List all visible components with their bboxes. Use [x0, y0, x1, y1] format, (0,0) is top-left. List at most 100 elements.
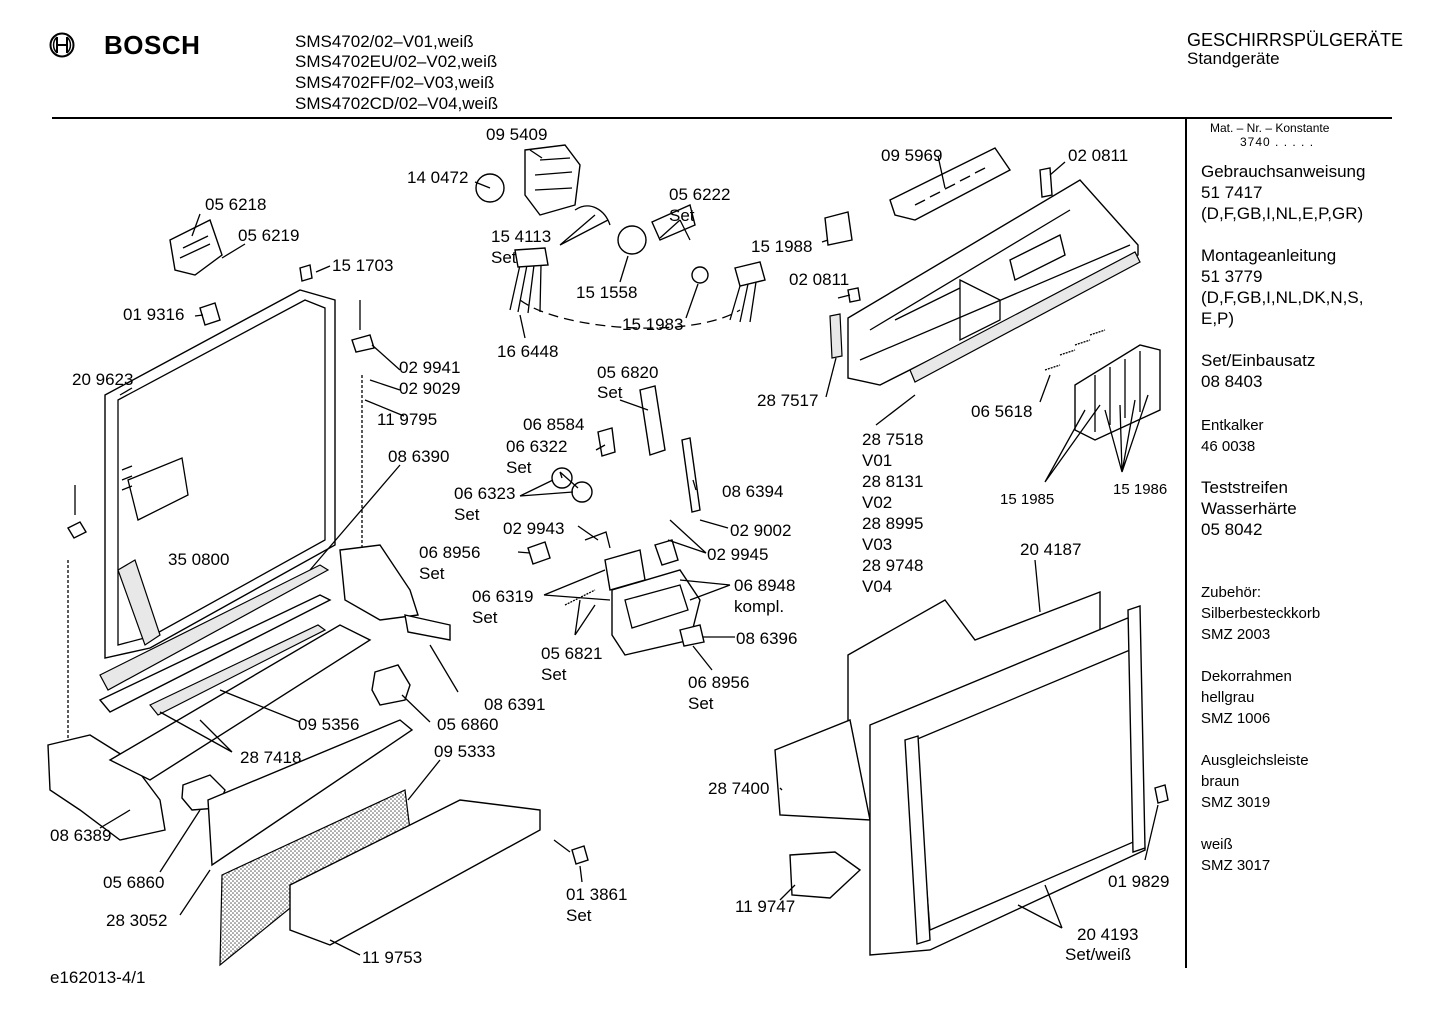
- button-dividers: [1094, 351, 1141, 432]
- callout-02-0811-top: 02 0811: [1068, 146, 1129, 165]
- callout-01-3861: 01 3861: [566, 885, 628, 904]
- left-washer: [67, 521, 87, 539]
- callout-01-3861-set: Set: [566, 906, 592, 925]
- callout-05-6219: 05 6219: [238, 226, 300, 245]
- sidebar-line: (D,F,GB,I,NL,E,P,GR): [1201, 204, 1364, 223]
- plinth-panel: [289, 799, 541, 946]
- sidebar-line: Ausgleichsleiste: [1201, 752, 1309, 769]
- model-line-1: SMS4702/02–V01,weiß: [295, 32, 474, 51]
- callout-20-4193: 20 4193: [1077, 925, 1139, 944]
- callout-06-6322-set: Set: [506, 458, 532, 477]
- callout-06-6319-set: Set: [472, 608, 498, 627]
- callout-15-1983: 15 1983: [622, 315, 684, 334]
- callout-02-9029: 02 9029: [399, 379, 461, 398]
- screw-cap: [571, 845, 589, 865]
- sidebar-block-decor-frame: Dekorrahmen hellgrau SMZ 1006: [1201, 666, 1292, 729]
- trim-strip: [909, 251, 1141, 383]
- callout-28-7418: 28 7418: [240, 748, 302, 767]
- callout-06-8956-left: 06 8956: [419, 543, 481, 562]
- leader-lines: [99, 149, 1159, 956]
- sidebar-line: SMZ 3017: [1201, 857, 1271, 874]
- category-subtitle: Standgeräte: [1187, 49, 1280, 68]
- sidebar-line: SMZ 2003: [1201, 626, 1271, 643]
- bottom-strip-lower: [149, 624, 327, 716]
- callout-16-6448: 16 6448: [497, 342, 559, 361]
- callout-06-5618: 06 5618: [971, 402, 1033, 421]
- small-clip: [299, 264, 313, 282]
- bottom-strip-upper: [99, 564, 330, 691]
- callout-02-0811-mid: 02 0811: [789, 270, 850, 289]
- bosch-logo: [48, 31, 76, 64]
- right-hinge-spring: [339, 300, 451, 641]
- callout-v04: V04: [862, 577, 893, 596]
- callout-11-9795: 11 9795: [377, 410, 438, 429]
- callout-14-0472: 14 0472: [407, 168, 469, 187]
- sidebar-line: Teststreifen: [1201, 478, 1288, 497]
- sidebar-line: 51 3779: [1201, 267, 1263, 286]
- harness-wires-right: [729, 281, 757, 323]
- sidebar-line: 51 7417: [1201, 183, 1263, 202]
- callout-v03: V03: [862, 535, 893, 554]
- bracket-05-6820: [639, 385, 666, 456]
- callout-06-8956-left-set: Set: [419, 564, 445, 583]
- control-panel-fascia: [847, 179, 1139, 386]
- callout-28-7400: 28 7400: [708, 779, 770, 798]
- callout-28-7518: 28 7518: [862, 430, 924, 449]
- screw: [553, 839, 571, 853]
- sidebar-line: Entkalker: [1201, 417, 1264, 434]
- callout-06-8584: 06 8584: [523, 415, 585, 434]
- callout-15-1985: 15 1985: [1000, 491, 1055, 508]
- left-hinge-spring: [47, 560, 166, 841]
- sidebar-line: Set/Einbausatz: [1201, 351, 1316, 370]
- callout-11-9747: 11 9747: [735, 897, 796, 916]
- sidebar-line: Zubehör:: [1201, 584, 1262, 601]
- callout-05-6860-upper: 05 6860: [437, 715, 499, 734]
- timer-unit: [475, 144, 581, 216]
- sidebar-block-leveling-strip: Ausgleichsleiste braun SMZ 3019: [1201, 750, 1309, 813]
- clip-05-6222: [651, 204, 696, 241]
- mat-label: Mat. – Nr. – Konstante: [1210, 121, 1330, 135]
- door-frame: [869, 605, 1146, 956]
- model-line-3: SMS4702FF/02–V03,weiß: [295, 73, 495, 92]
- sidebar-line: Wasserhärte: [1201, 499, 1297, 518]
- plug-left: [514, 247, 549, 268]
- callout-05-6820: 05 6820: [597, 363, 659, 382]
- foot-block-upper: [371, 664, 411, 706]
- button-set: [1074, 344, 1161, 441]
- callout-05-6222-set: Set: [669, 206, 695, 225]
- sidebar-line: weiß: [1201, 836, 1233, 853]
- latch-06-8584: [597, 427, 616, 457]
- callout-28-3052: 28 3052: [106, 911, 168, 930]
- callout-28-9748: 28 9748: [862, 556, 924, 575]
- callout-28-7517: 28 7517: [757, 391, 819, 410]
- callout-06-8956-right: 06 8956: [688, 673, 750, 692]
- callout-35-0800: 35 0800: [168, 550, 230, 569]
- sidebar-line: SMZ 3019: [1201, 794, 1271, 811]
- side-strip-28-7517: [829, 313, 843, 359]
- kick-plate: [207, 719, 414, 867]
- callout-15-1986: 15 1986: [1113, 481, 1168, 498]
- sidebar-line: Silberbesteckkorb: [1201, 605, 1321, 622]
- callout-v02: V02: [862, 493, 893, 512]
- callout-06-8948-kompl: kompl.: [734, 597, 785, 616]
- wiring-harness: [519, 299, 741, 329]
- category-title: GESCHIRRSPÜLGERÄTE: [1187, 30, 1404, 50]
- callout-08-6396: 08 6396: [736, 629, 798, 648]
- seal-strip: [117, 559, 161, 646]
- callout-02-9945: 02 9945: [707, 545, 769, 564]
- callout-08-6394: 08 6394: [722, 482, 784, 501]
- callout-09-5333: 09 5333: [434, 742, 496, 761]
- sidebar-line: Gebrauchsanweisung: [1201, 162, 1366, 181]
- cap-02-9943: [527, 541, 551, 565]
- callout-15-4113-set: Set: [491, 248, 517, 267]
- control-module-keys: [914, 167, 986, 206]
- sidebar-block-manual: Gebrauchsanweisung 51 7417 (D,F,GB,I,NL,…: [1201, 161, 1365, 224]
- callout-15-1703: 15 1703: [332, 256, 394, 275]
- callout-09-5969: 09 5969: [881, 146, 943, 165]
- cable-bundle: [574, 205, 611, 226]
- sidebar-line: E,P): [1201, 309, 1235, 328]
- callout-09-5409: 09 5409: [486, 125, 548, 144]
- callout-28-8995: 28 8995: [862, 514, 924, 533]
- sidebar-block-accessory: Zubehör: Silberbesteckkorb SMZ 2003: [1201, 582, 1320, 645]
- plug-right: [734, 261, 766, 287]
